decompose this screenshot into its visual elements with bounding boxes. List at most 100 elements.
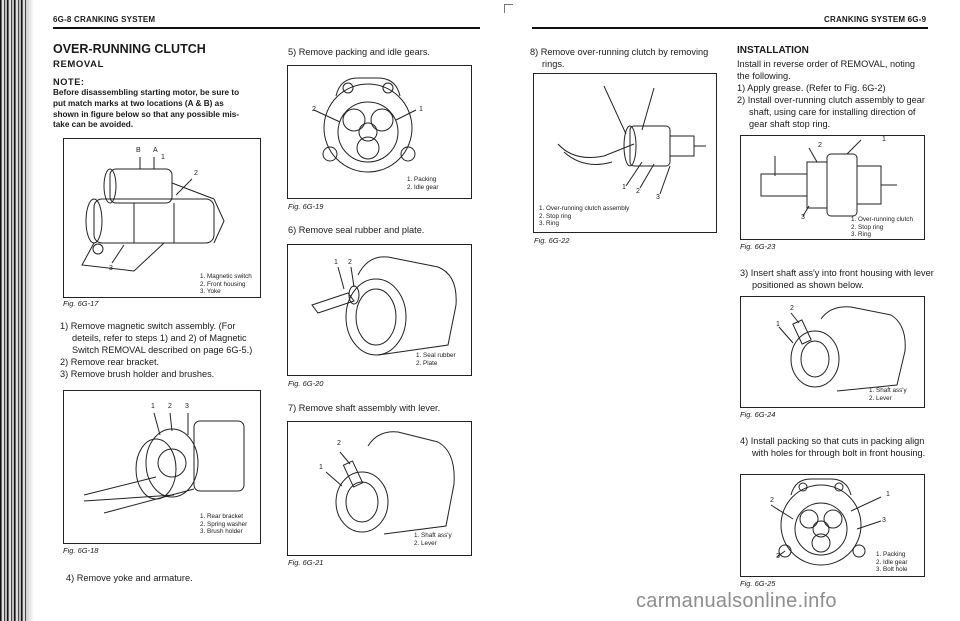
text-line: 2) Install over-running clutch assembly … [737,95,925,105]
step-line: 3) Insert shaft ass'y into front housing… [740,268,934,278]
figure-caption: Fig. 6G-25 [740,579,776,588]
legend-item: 1. Shaft ass'y [414,532,452,539]
callout-2: 2 [194,170,198,177]
legend-item: 2. Front housing [200,280,246,288]
legend-item: 3. Ring [851,231,871,239]
legend-item: 1. Seal rubber [416,352,456,359]
step-line: 4) Install packing so that cuts in packi… [740,436,925,446]
page-corner-mark [504,4,513,13]
figure-6g-20: 1 2 1. Seal rubber 2. Plate [287,244,472,376]
figure-legend: 1. Rear bracket 2. Spring washer 3. Brus… [200,513,247,536]
figure-legend: 1. Over-running clutch 2. Stop ring 3. R… [851,216,913,239]
step-line: 7) Remove shaft assembly with lever. [288,403,441,413]
step-line: 3) Remove brush holder and brushes. [60,369,215,379]
book-binding-edge [0,0,26,621]
seal-rubber-illustration [311,256,457,356]
callout-2: 2 [337,440,341,447]
callout-2: 2 [168,403,172,410]
callout-3: 3 [776,553,780,560]
legend-item: 2. Spring washer [200,520,248,528]
binding-shadow [26,0,34,621]
legend-item: 3. Yoke [200,288,221,296]
legend-item: 2. Plate [416,359,438,367]
brush-holder-illustration [83,412,245,514]
legend-item: 1. Packing [407,176,437,183]
step-8: 8) Remove over-running clutch by removin… [530,46,730,70]
callout-1: 1 [882,136,886,143]
legend-item: 1. Packing [876,551,906,558]
text-line: Install in reverse order of REMOVAL, not… [737,59,916,69]
installation-heading: INSTALLATION [737,45,809,56]
text-line: gear shaft stop ring. [749,119,831,129]
figure-legend: 1. Shaft ass'y 2. Lever [869,387,907,402]
figure-caption: Fig. 6G-19 [288,202,324,211]
packing-install-illustration [770,478,882,566]
callout-3: 3 [109,265,113,272]
right-page-header: CRANKING SYSTEM 6G-9 [824,15,927,24]
figure-caption: Fig. 6G-22 [534,236,570,245]
callout-1: 1 [151,403,155,410]
figure-6g-18: 1 2 3 1. Rear bracket 2. Spring washer 3… [63,390,261,544]
step-line: 1) Remove magnetic switch assembly. (For [60,321,236,331]
callout-1: 1 [622,184,626,191]
watermark: carmanualsonline.info [636,590,837,612]
callout-1: 1 [419,106,423,113]
step-line: with holes for through bolt in front hou… [752,448,926,458]
figure-caption: Fig. 6G-21 [288,558,324,567]
left-header-rule [53,27,480,29]
idle-gear-illustration [313,77,417,173]
callout-b: B [136,147,141,154]
shaft-lever-illustration [325,431,455,535]
figure-legend: 1. Magnetic switch 2. Front housing 3. Y… [200,273,252,296]
legend-item: 1. Over-running clutch assembly [539,205,630,212]
callout-1: 1 [776,321,780,328]
note-line: shown in figure below so that any possib… [53,109,240,119]
figure-6g-17: B A 1 2 3 1. Magnetic switch 2. Front ho… [63,138,261,298]
callout-1: 1 [334,259,338,266]
left-page-header: 6G-8 CRANKING SYSTEM [53,15,156,24]
clutch-ring-removal-illustration [557,85,706,195]
legend-item: 2. Idle gear [876,558,908,566]
starter-motor-illustration [81,157,225,272]
callout-1: 1 [319,464,323,471]
clutch-direction-illustration [760,139,897,217]
step-3: 3) Insert shaft ass'y into front housing… [740,267,940,291]
figure-legend: 1. Over-running clutch assembly 2. Stop … [539,205,629,228]
legend-item: 1. Magnetic switch [200,273,252,280]
figure-caption: Fig. 6G-20 [288,379,324,388]
right-header-rule [532,27,928,29]
callout-2: 2 [790,305,794,312]
step-line: rings. [542,59,565,69]
legend-item: 3. Brush holder [200,528,243,536]
note-label: NOTE: [53,77,85,87]
legend-item: 1. Over-running clutch [851,216,913,223]
legend-item: 1. Shaft ass'y [869,387,907,394]
note-text: Before disassembling starting motor, be … [53,88,268,131]
step-line: 4) Remove yoke and armature. [66,573,193,583]
figure-legend: 1. Seal rubber 2. Plate [416,352,456,367]
step-line: positioned as shown below. [752,280,864,290]
callout-a: A [153,147,158,154]
figure-6g-24: 2 1 1. Shaft ass'y 2. Lever [740,296,925,408]
figure-legend: 1. Shaft ass'y 2. Lever [414,532,452,547]
text-line: 1) Apply grease. (Refer to Fig. 6G-2) [737,83,886,93]
removal-heading: REMOVAL [53,59,104,70]
figure-6g-22: 1 2 3 1. Over-running clutch assembly 2.… [533,73,717,233]
legend-item: 2. Lever [869,394,892,402]
legend-item: 2. Stop ring [851,223,884,231]
callout-1: 1 [161,154,165,161]
step-4: 4) Install packing so that cuts in packi… [740,435,940,459]
installation-text: Install in reverse order of REMOVAL, not… [737,58,937,130]
legend-item: 3. Bolt hole [876,566,908,574]
callout-3: 3 [882,517,886,524]
callout-2: 2 [818,142,822,149]
legend-item: 1. Rear bracket [200,513,244,520]
note-line: Before disassembling starting motor, be … [53,88,240,97]
step-line: 6) Remove seal rubber and plate. [288,225,425,235]
legend-item: 2. Stop ring [539,212,572,220]
legend-item: 2. Lever [414,539,437,547]
figure-caption: Fig. 6G-18 [63,546,99,555]
figure-6g-25: 2 1 3 3 1. Packing 2. Idle gear 3. Bolt … [740,474,925,577]
callout-2: 2 [312,106,316,113]
text-line: the following. [737,71,791,81]
